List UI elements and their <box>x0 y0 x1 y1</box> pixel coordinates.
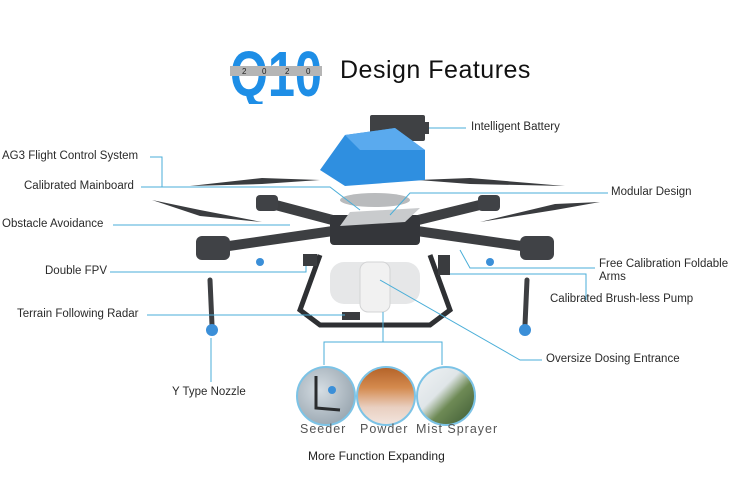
logo-digit: 0 <box>262 67 267 76</box>
callout-double-fpv: Double FPV <box>45 265 108 277</box>
callout-line-1: Free Calibration Foldable <box>599 258 729 270</box>
function-label-powder: Powder <box>360 422 409 436</box>
page-title: Design Features <box>340 56 531 84</box>
callout-line-2: Arms <box>599 271 626 283</box>
callout-calibrated-brushless-pump: Calibrated Brush-less Pump <box>550 293 694 305</box>
callout-oversize-dosing-entrance: Oversize Dosing Entrance <box>546 353 680 365</box>
function-label-seeder: Seeder <box>300 422 347 436</box>
powder-photo-icon <box>356 366 416 426</box>
callout-modular-design: Modular Design <box>611 186 692 198</box>
callout-calibrated-mainboard: Calibrated Mainboard <box>24 180 134 192</box>
q10-logo: Q10 2 0 2 0 <box>230 38 322 110</box>
callout-terrain-following-radar: Terrain Following Radar <box>17 308 139 320</box>
callout-y-type-nozzle: Y Type Nozzle <box>172 386 246 398</box>
function-label-mist-sprayer: Mist Sprayer <box>416 422 499 436</box>
mist-sprayer-photo-icon <box>416 366 476 426</box>
callout-ag3-flight-control-system: AG3 Flight Control System <box>2 150 139 162</box>
seeder-photo-icon <box>296 366 356 426</box>
callout-obstacle-avoidance: Obstacle Avoidance <box>2 218 104 230</box>
logo-digit: 0 <box>306 67 311 76</box>
logo-digit: 2 <box>285 67 290 76</box>
logo-digit: 2 <box>242 67 247 76</box>
callout-free-calibration-foldable-arms: Free Calibration Foldable Arms <box>599 258 728 283</box>
callout-intelligent-battery: Intelligent Battery <box>471 121 560 133</box>
more-function-caption: More Function Expanding <box>308 449 445 463</box>
